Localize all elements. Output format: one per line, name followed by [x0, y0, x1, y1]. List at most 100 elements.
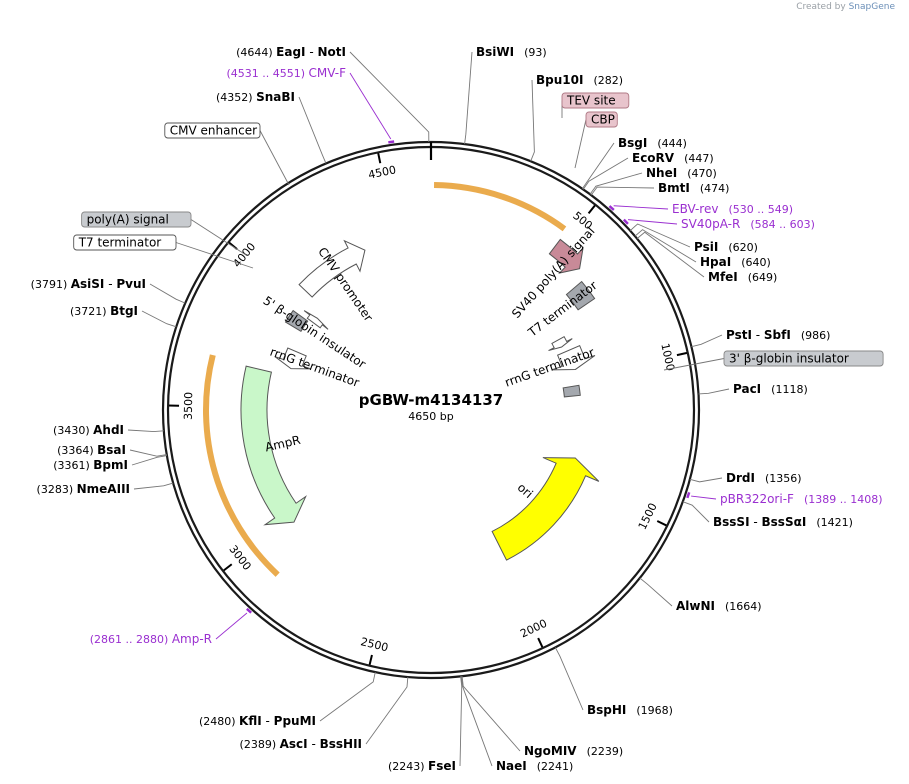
boxed-label-frame — [164, 122, 261, 139]
enzyme-label: (4644) EagI - NotI — [236, 45, 346, 59]
primer-leader-line — [215, 612, 248, 640]
t7-terminator-left-feature — [303, 310, 329, 330]
enzyme-label: BspHI(1968) — [587, 703, 673, 717]
boxed-label-frame — [73, 234, 177, 251]
enzyme-leader-line — [636, 231, 705, 278]
primer-leader-line — [691, 495, 717, 500]
orf-highlight-layer — [202, 182, 567, 577]
enzyme-label: HpaI(640) — [700, 255, 771, 269]
enzyme-leader-line — [689, 477, 723, 483]
primer-ebv-rev: EBV-rev(530 .. 549) — [608, 202, 793, 216]
enzyme-leader-line — [298, 96, 327, 164]
enzyme-leader-line — [131, 455, 167, 466]
tick-mark — [537, 637, 544, 649]
enzyme-label: AlwNI(1664) — [676, 599, 762, 613]
primer-label: SV40pA-R(584 .. 603) — [681, 217, 815, 231]
enzyme-leader-line — [365, 676, 409, 745]
boxed-label-frame — [561, 92, 630, 109]
plasmid-name: pGBW-m4134137 — [359, 391, 503, 409]
rrng-terminator-right-feature — [548, 336, 573, 352]
cmv-promoter-feature — [298, 239, 366, 298]
enzyme-site-bpmi: (3361) BpmI — [53, 455, 167, 472]
primer-leader-line — [628, 219, 678, 225]
boxed-label-leader — [190, 219, 247, 256]
primer-leader-line — [349, 72, 392, 140]
sv40-poly-a-signal-feature — [548, 238, 584, 274]
enzyme-leader-line — [461, 676, 521, 752]
rrng-terminator-right-2-label: rrnG terminator — [503, 345, 596, 390]
enzyme-leader-line — [133, 482, 174, 490]
enzyme-site-eagi-noti: (4644) EagI - NotI — [236, 45, 430, 143]
enzyme-leader-line — [349, 51, 430, 143]
enzyme-leader-line — [629, 223, 691, 248]
primer-pbr322ori-f: pBR322ori-F(1389 .. 1408) — [686, 491, 883, 506]
ampr-feature — [240, 365, 307, 526]
enzyme-leader-line — [530, 79, 535, 162]
enzyme-label: PacI(1118) — [733, 382, 808, 396]
enzyme-site-kfli-ppumi: (2480) KflI - PpuMI — [199, 672, 376, 728]
boxed-label-text: CMV enhancer — [170, 124, 257, 138]
enzyme-leader-line — [319, 672, 376, 722]
enzyme-label: MfeI(649) — [708, 270, 777, 284]
enzyme-leader-line — [149, 283, 186, 304]
enzyme-label: PstI - SbfI(986) — [726, 328, 830, 342]
boxed-label-text: T7 terminator — [78, 236, 162, 250]
enzyme-site-bsphi: BspHI(1968) — [554, 647, 673, 717]
orf-highlight — [433, 182, 567, 232]
t7-terminator-feature — [565, 280, 596, 311]
enzyme-site-psii: PsiI(620) — [629, 223, 758, 254]
enzyme-site-asci-bsshii: (2389) AscI - BssHII — [240, 676, 409, 751]
boxed-label-leader — [663, 358, 725, 371]
boxed-label-leader — [259, 130, 290, 186]
boxed-label-3-globin-insulator: 3' β-globin insulator — [663, 350, 884, 371]
enzyme-label: Bpu10I(282) — [536, 73, 623, 87]
primer-leader-line — [613, 205, 669, 210]
enzyme-site-bsssi-bsss-i: BssSI - BssSαI(1421) — [682, 501, 853, 529]
primer-sv40pa-r: SV40pA-R(584 .. 603) — [622, 217, 815, 231]
enzyme-label: (4352) SnaBI — [216, 90, 295, 104]
tick-mark — [676, 351, 688, 357]
enzyme-site-asisi-pvui: (3791) AsiSI - PvuI — [31, 277, 186, 304]
enzyme-site-paci: PacI(1118) — [698, 382, 808, 396]
enzyme-site-nmeaiii: (3283) NmeAIII — [37, 482, 174, 496]
enzyme-site-mfei: MfeI(649) — [636, 231, 777, 284]
enzyme-leader-line — [554, 647, 584, 711]
tick-label: 1500 — [636, 501, 660, 532]
enzyme-site-bpu10i: Bpu10I(282) — [530, 73, 623, 162]
boxed-label-text: CBP — [591, 113, 615, 127]
primer-amp-r: (2861 .. 2880) Amp-R — [90, 607, 253, 646]
enzyme-leader-line — [459, 676, 463, 767]
enzyme-leader-line — [460, 676, 493, 767]
enzyme-label: PsiI(620) — [694, 240, 758, 254]
enzyme-site-psti-sbfi: PstI - SbfI(986) — [691, 328, 830, 348]
enzyme-label: (3430) AhdI — [53, 423, 124, 437]
tick-mark — [377, 152, 382, 164]
enzyme-label: NaeI(2241) — [496, 759, 573, 773]
enzyme-site-alwni: AlwNI(1664) — [639, 577, 762, 613]
primer-mark — [388, 140, 395, 144]
tick-label: 1000 — [658, 342, 677, 372]
snapgene-logo: SnapGene — [848, 2, 895, 12]
enzyme-leader-line — [141, 310, 177, 328]
enzyme-label: (3283) NmeAIII — [37, 482, 130, 496]
boxed-label-text: 3' β-globin insulator — [729, 352, 849, 366]
enzyme-label: (3364) BsaI — [57, 443, 126, 457]
orf-highlight — [202, 354, 280, 577]
rrng-terminator-left-feature — [274, 347, 312, 370]
primer-label: pBR322ori-F(1389 .. 1408) — [720, 492, 883, 506]
enzyme-site-naei: NaeI(2241) — [460, 676, 573, 773]
tick-mark — [656, 520, 668, 527]
primer-mark — [622, 218, 629, 225]
3-globin-insulator-feature — [562, 384, 581, 398]
boxed-label-text: poly(A) signal — [87, 213, 169, 227]
primer-mark — [686, 491, 691, 499]
enzyme-label: BsiWI(93) — [476, 45, 547, 59]
boxed-label-frame — [723, 350, 884, 367]
enzyme-leader-line — [582, 157, 629, 190]
5-globin-insulator-feature — [284, 309, 309, 333]
boxed-label-leader — [175, 242, 254, 269]
enzyme-leader-line — [590, 186, 655, 196]
enzyme-label: (2389) AscI - BssHII — [240, 737, 362, 751]
